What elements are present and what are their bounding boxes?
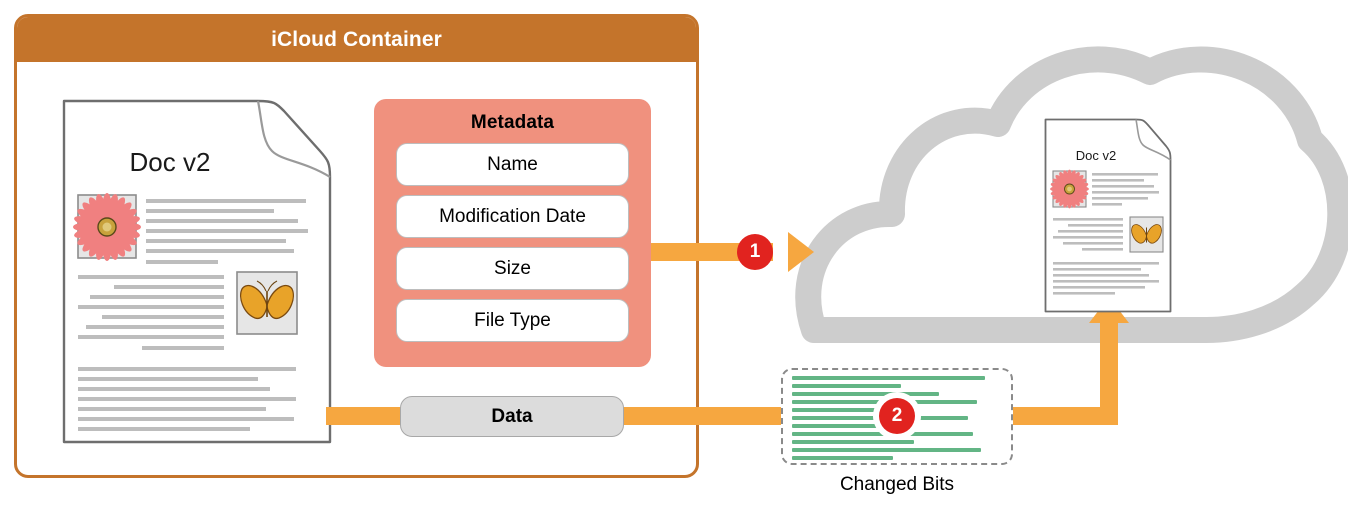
- bit-line: [792, 448, 981, 452]
- text-lines-block-3: [1053, 262, 1159, 295]
- bit-line: [792, 432, 973, 436]
- container-header-title: iCloud Container: [17, 17, 696, 62]
- cloud-shape: [795, 16, 1348, 346]
- bit-line: [792, 440, 914, 444]
- bit-line: [792, 408, 918, 412]
- metadata-panel: Metadata Name Modification Date Size Fil…: [374, 99, 651, 367]
- document-cloud-title: Doc v2: [1076, 148, 1116, 163]
- metadata-field-name[interactable]: Name: [396, 143, 629, 186]
- document-local: Doc v2: [62, 99, 332, 444]
- data-pill[interactable]: Data: [400, 396, 624, 437]
- metadata-field-modification-date[interactable]: Modification Date: [396, 195, 629, 238]
- text-lines-block-2: [1053, 218, 1123, 251]
- metadata-flow-arrowhead-icon: [788, 232, 814, 272]
- text-lines-block-1: [1092, 173, 1159, 206]
- bit-line: [792, 392, 939, 396]
- bit-line: [792, 424, 885, 428]
- metadata-field-file-type[interactable]: File Type: [396, 299, 629, 342]
- butterfly-image: [1129, 216, 1164, 253]
- step-badge-1: 1: [737, 234, 773, 270]
- text-lines-block-1: [146, 199, 308, 264]
- bit-line: [792, 384, 902, 388]
- step-badge-2: 2: [879, 398, 915, 434]
- data-flow-bar-vertical: [1100, 320, 1118, 425]
- changed-bits-box: [781, 368, 1013, 465]
- bit-line: [792, 464, 956, 465]
- changed-bits-label: Changed Bits: [839, 474, 955, 495]
- flower-image: [1050, 169, 1089, 209]
- data-flow-bar-right: [1005, 407, 1118, 425]
- document-cloud: Doc v2: [1044, 118, 1172, 313]
- text-lines-block-3: [78, 367, 296, 431]
- bit-line: [792, 376, 986, 380]
- flower-image: [73, 193, 141, 261]
- bit-line: [792, 456, 893, 460]
- metadata-field-size[interactable]: Size: [396, 247, 629, 290]
- document-local-title: Doc v2: [130, 147, 211, 177]
- butterfly-image: [236, 271, 298, 335]
- text-lines-block-2: [78, 275, 224, 350]
- metadata-title: Metadata: [470, 112, 555, 133]
